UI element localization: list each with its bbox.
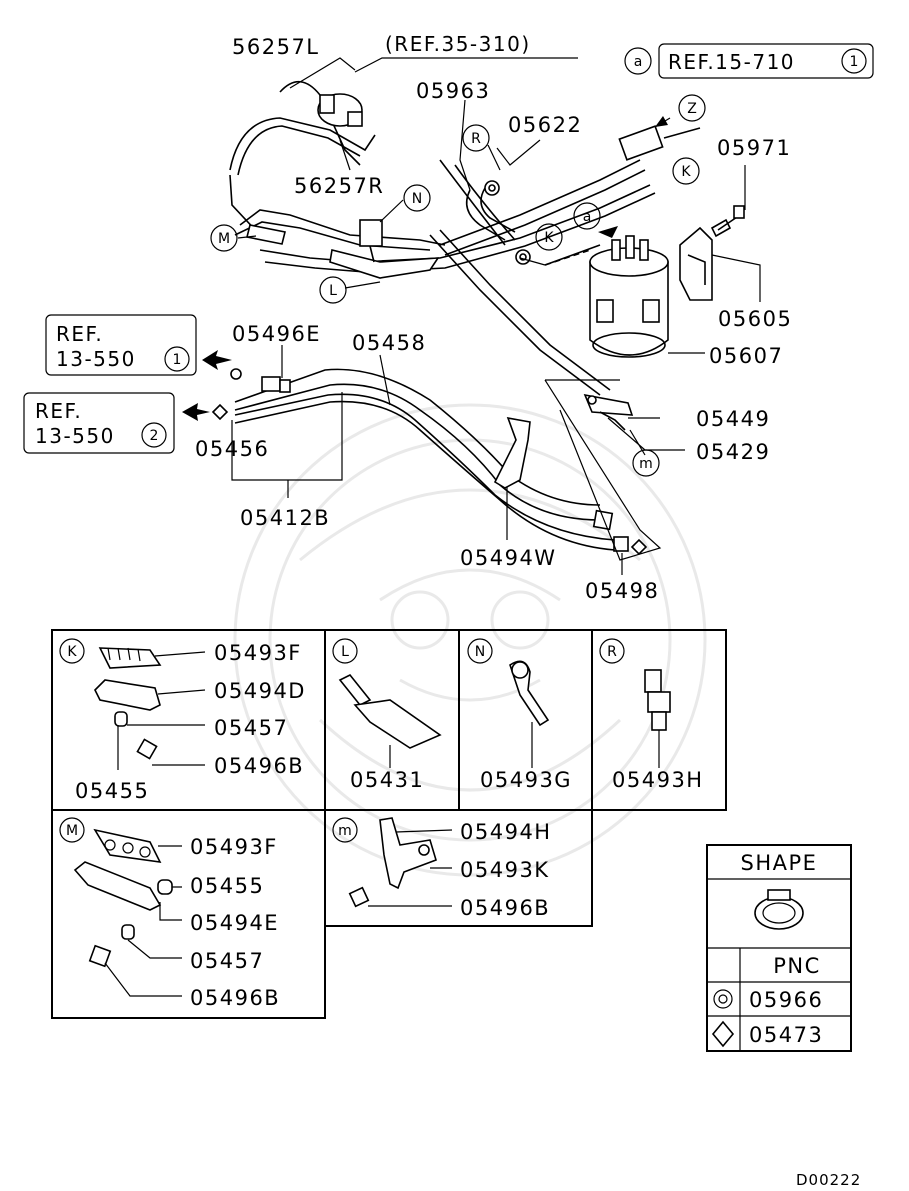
detail-K-05455: 05455 xyxy=(75,779,149,803)
diagram-id: D00222 xyxy=(796,1171,861,1187)
ref-13-550-1[interactable]: REF. 13-550 1 xyxy=(45,314,197,376)
detail-m: m 05494H 05493K 05496B xyxy=(332,817,552,920)
marker-R: R xyxy=(471,131,481,147)
detail-M: M 05493F 05455 05494E 05457 05496B xyxy=(59,817,280,1010)
callout-labels: 56257L (REF.35-310) 05963 05622 05971 56… xyxy=(195,32,792,603)
legend-pnc-05966: 05966 xyxy=(749,988,823,1012)
detail-R-05493H: 05493H xyxy=(612,768,704,792)
detail-m-letter: m xyxy=(338,823,352,839)
label-ref-15-710: REF.15-710 xyxy=(668,50,795,74)
hose-clamp-icon xyxy=(754,889,804,930)
letter-a-top: a xyxy=(634,54,643,70)
marker-Z: Z xyxy=(687,101,697,117)
detail-N-05493G: 05493G xyxy=(480,768,572,792)
detail-L: L 05431 xyxy=(332,638,442,792)
ref-13-550-2-number: 2 xyxy=(150,428,159,444)
ref-13-550-2-line2: 13-550 xyxy=(35,424,115,448)
ref-13-550-1-line2: 13-550 xyxy=(56,347,136,371)
detail-M-05493F: 05493F xyxy=(190,835,278,859)
label-05496E: 05496E xyxy=(232,322,321,346)
label-05449: 05449 xyxy=(696,407,770,431)
legend-shape-header: SHAPE xyxy=(741,851,818,875)
label-56257L: 56257L xyxy=(232,35,320,59)
detail-m-05494H: 05494H xyxy=(460,820,552,844)
label-05494W: 05494W xyxy=(460,546,557,570)
detail-K-05457: 05457 xyxy=(214,716,288,740)
detail-L-letter: L xyxy=(341,644,349,660)
canister-05607 xyxy=(544,226,669,358)
detail-M-05496B: 05496B xyxy=(190,986,280,1010)
marker-a: a xyxy=(583,209,592,225)
detail-M-05455: 05455 xyxy=(190,874,264,898)
detail-m-05493K: 05493K xyxy=(460,858,550,882)
detail-L-05431: 05431 xyxy=(350,768,424,792)
marker-K-1: K xyxy=(681,164,691,180)
detail-M-05457: 05457 xyxy=(190,949,264,973)
shape-pnc-legend: SHAPE PNC 05966 05473 xyxy=(706,844,852,1052)
detail-M-letter: M xyxy=(66,823,78,839)
detail-K: K 05493F 05494D 05457 05496B 05455 xyxy=(59,638,306,803)
label-05412B: 05412B xyxy=(240,506,330,530)
marker-m: m xyxy=(639,456,653,472)
label-05971: 05971 xyxy=(717,136,791,160)
marker-K-2: K xyxy=(544,230,554,246)
detail-K-letter: K xyxy=(67,644,77,660)
label-05458: 05458 xyxy=(352,331,426,355)
label-05605: 05605 xyxy=(718,307,792,331)
diamond-icon xyxy=(711,1020,735,1048)
legend-pnc-05473: 05473 xyxy=(749,1023,823,1047)
detail-m-05496B: 05496B xyxy=(460,896,550,920)
bracket-05605 xyxy=(679,205,745,301)
label-05429: 05429 xyxy=(696,440,770,464)
detail-M-05494E: 05494E xyxy=(190,911,279,935)
marker-M: M xyxy=(218,231,230,247)
label-ref-35-310: (REF.35-310) xyxy=(385,32,531,56)
label-05607: 05607 xyxy=(709,344,783,368)
ref-13-550-1-line1: REF. xyxy=(56,322,103,346)
label-05622: 05622 xyxy=(508,113,582,137)
hoses-05458 xyxy=(230,368,662,561)
ref-13-550-2-line1: REF. xyxy=(35,399,82,423)
ref-15-710: a REF.15-710 1 xyxy=(624,43,874,79)
ref-arrows xyxy=(182,116,671,556)
label-56257R: 56257R xyxy=(294,174,384,198)
detail-N-letter: N xyxy=(475,644,485,660)
label-05456: 05456 xyxy=(195,437,269,461)
double-circle-icon xyxy=(713,989,733,1009)
detail-grid xyxy=(51,629,727,1019)
label-05498: 05498 xyxy=(585,579,659,603)
ref-13-550-1-number: 1 xyxy=(173,352,182,368)
ref-13-550-2[interactable]: REF. 13-550 2 xyxy=(23,392,175,454)
label-05963: 05963 xyxy=(416,79,490,103)
detail-N: N 05493G xyxy=(467,638,572,792)
main-letter-markers: Z K R N a K M L m xyxy=(210,94,706,477)
detail-K-05494D: 05494D xyxy=(214,679,306,703)
marker-L: L xyxy=(329,283,337,299)
legend-pnc-header: PNC xyxy=(773,954,821,978)
detail-K-05496B: 05496B xyxy=(214,754,304,778)
watermark-emblem xyxy=(233,403,707,877)
detail-R-letter: R xyxy=(607,644,617,660)
detail-R: R 05493H xyxy=(599,638,704,792)
marker-N: N xyxy=(412,191,422,207)
ref-15-710-number: 1 xyxy=(850,54,859,70)
main-assembly xyxy=(229,80,701,396)
detail-K-05493F: 05493F xyxy=(214,641,302,665)
